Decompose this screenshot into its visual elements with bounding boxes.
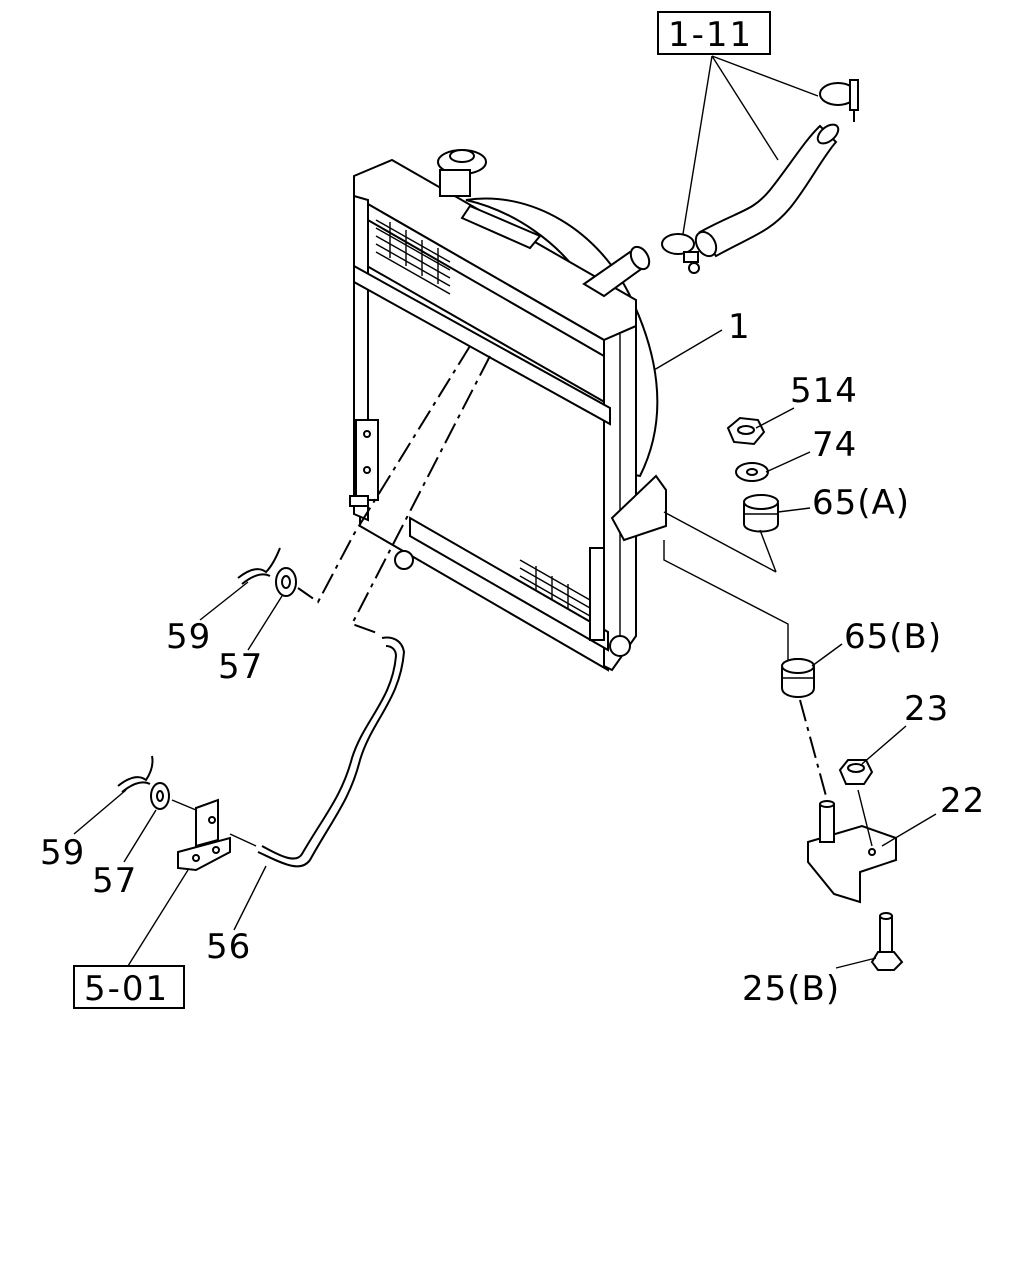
upper-hose	[694, 123, 840, 258]
hose-59-bottom-icon	[117, 755, 154, 793]
leader-65b	[811, 643, 843, 667]
assembly-line-23	[857, 789, 873, 847]
radiator-fins-upper	[375, 219, 451, 295]
reference-box-5-01[interactable]: 5-01	[73, 965, 185, 1009]
rubber-mount-65a-icon	[743, 494, 779, 533]
assembly-line-65a-2	[759, 529, 777, 573]
leader-56	[233, 865, 267, 931]
clip-bracket-icon	[177, 798, 231, 872]
leader-59-bottom	[73, 789, 127, 835]
nut-514-icon	[726, 416, 766, 446]
assembly-line-drain-upper	[297, 345, 471, 604]
part-label-22[interactable]: 22	[940, 781, 985, 821]
part-label-65b[interactable]: 65(B)	[844, 617, 942, 657]
hose-clamp-upper-icon	[819, 79, 859, 122]
radiator-mount-bracket	[610, 474, 667, 542]
part-label-65a[interactable]: 65(A)	[812, 483, 910, 523]
washer-57-bottom-icon	[150, 782, 170, 810]
hose-clamp-lower-icon	[661, 233, 700, 274]
leader-65a	[777, 507, 811, 513]
part-label-74[interactable]: 74	[812, 425, 857, 465]
drain-pipe-56	[257, 636, 406, 868]
radiator-cap-icon	[437, 149, 487, 197]
leader-1	[653, 329, 723, 371]
bolt-25b-icon	[870, 912, 904, 971]
assembly-line-clip	[229, 833, 257, 847]
reference-label-1-11: 1-11	[668, 15, 753, 55]
part-label-514[interactable]: 514	[790, 371, 858, 411]
radiator-assembly	[349, 158, 651, 672]
reference-box-1-11[interactable]: 1-11	[657, 11, 771, 55]
leader-5-01	[127, 869, 189, 967]
rubber-mount-65b-icon	[781, 658, 815, 698]
assembly-line-57-bottom	[171, 799, 197, 811]
part-label-57-bottom[interactable]: 57	[92, 861, 137, 901]
leader-57-top	[247, 595, 283, 651]
part-label-1[interactable]: 1	[728, 307, 751, 347]
washer-57-top-icon	[275, 567, 297, 597]
reference-label-5-01: 5-01	[84, 969, 169, 1009]
hose-59-top-icon	[237, 547, 281, 585]
assembly-line-drain-pipe	[350, 355, 491, 635]
leader-74	[765, 451, 811, 473]
part-label-59-top[interactable]: 59	[166, 617, 211, 657]
leader-57-bottom	[123, 809, 157, 863]
part-label-23[interactable]: 23	[904, 689, 949, 729]
drain-pipe-56-inner	[261, 645, 398, 860]
leader-23	[861, 725, 907, 765]
part-label-59-bottom[interactable]: 59	[40, 833, 85, 873]
leader-lines-1-11	[681, 55, 819, 241]
washer-74-icon	[735, 462, 769, 482]
assembly-line-22	[799, 699, 827, 797]
part-label-56[interactable]: 56	[206, 927, 251, 967]
assembly-line-65b	[663, 540, 789, 662]
leader-514	[755, 407, 795, 429]
part-label-25b[interactable]: 25(B)	[742, 969, 840, 1009]
leader-59-top	[199, 581, 249, 621]
bracket-22-icon	[807, 800, 897, 904]
leader-25b	[835, 957, 877, 969]
part-label-57-top[interactable]: 57	[218, 647, 263, 687]
nut-23-icon	[838, 759, 874, 785]
leader-22	[881, 813, 937, 847]
assembly-line-65a-1	[663, 511, 777, 573]
